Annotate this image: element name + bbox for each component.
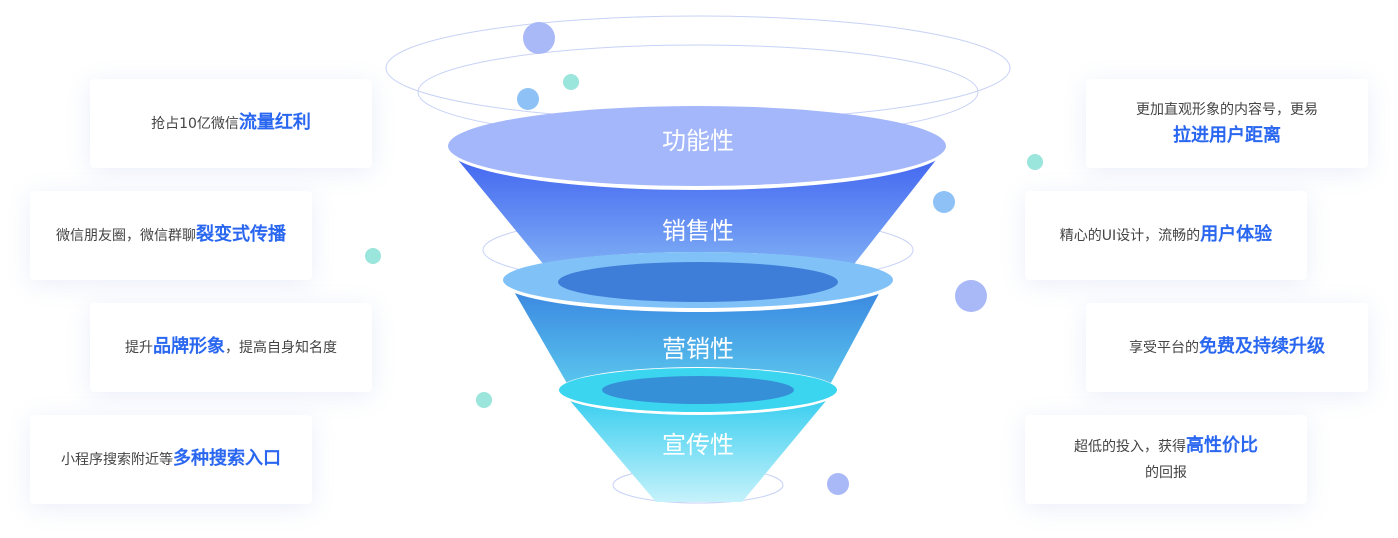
decorative-dots [365, 22, 1043, 495]
card-highlight: 高性价比 [1186, 435, 1258, 456]
card-text: 更加直观形象的内容号，更易 [1136, 102, 1318, 118]
feature-card-right-4: 超低的投入，获得高性价比的回报 [1025, 415, 1307, 504]
card-text: 小程序搜索附近等 [61, 452, 173, 468]
card-text: 提升 [125, 340, 153, 356]
card-text: 享受平台的 [1129, 340, 1199, 356]
card-highlight: 品牌形象 [153, 336, 225, 357]
funnel-segment-2 [512, 288, 882, 392]
card-highlight: 多种搜索入口 [173, 448, 281, 469]
funnel-label-4: 宣传性 [662, 431, 734, 459]
feature-card-right-3: 享受平台的免费及持续升级 [1086, 303, 1368, 392]
funnel-top [448, 106, 946, 186]
card-text-suffix: 的回报 [1145, 465, 1187, 481]
card-highlight: 流量红利 [238, 112, 311, 133]
feature-card-right-2: 精心的UI设计，流畅的用户体验 [1025, 191, 1307, 280]
funnel-segment-1 [458, 160, 936, 282]
card-text-suffix: ，提高自身知名度 [225, 340, 337, 356]
funnel-label-3: 营销性 [662, 335, 734, 363]
card-text: 精心的UI设计，流畅的 [1059, 228, 1201, 244]
card-highlight: 用户体验 [1200, 224, 1273, 245]
feature-card-left-2: 微信朋友圈，微信群聊裂变式传播 [30, 191, 312, 280]
funnel-label-1: 功能性 [662, 127, 734, 155]
card-highlight: 免费及持续升级 [1199, 336, 1325, 357]
feature-card-left-4: 小程序搜索附近等多种搜索入口 [30, 415, 312, 504]
card-text: 超低的投入，获得 [1074, 439, 1186, 455]
funnel-segment-3 [566, 396, 830, 502]
feature-card-left-1: 抢占10亿微信流量红利 [90, 79, 372, 168]
card-highlight: 裂变式传播 [196, 224, 286, 245]
card-text: 抢占10亿微信 [151, 116, 239, 132]
feature-card-left-3: 提升品牌形象，提高自身知名度 [90, 303, 372, 392]
card-text: 微信朋友圈，微信群聊 [56, 228, 196, 244]
funnel-label-2: 销售性 [662, 217, 734, 245]
card-highlight: 拉进用户距离 [1173, 125, 1281, 146]
feature-card-right-1: 更加直观形象的内容号，更易拉进用户距离 [1086, 79, 1368, 168]
